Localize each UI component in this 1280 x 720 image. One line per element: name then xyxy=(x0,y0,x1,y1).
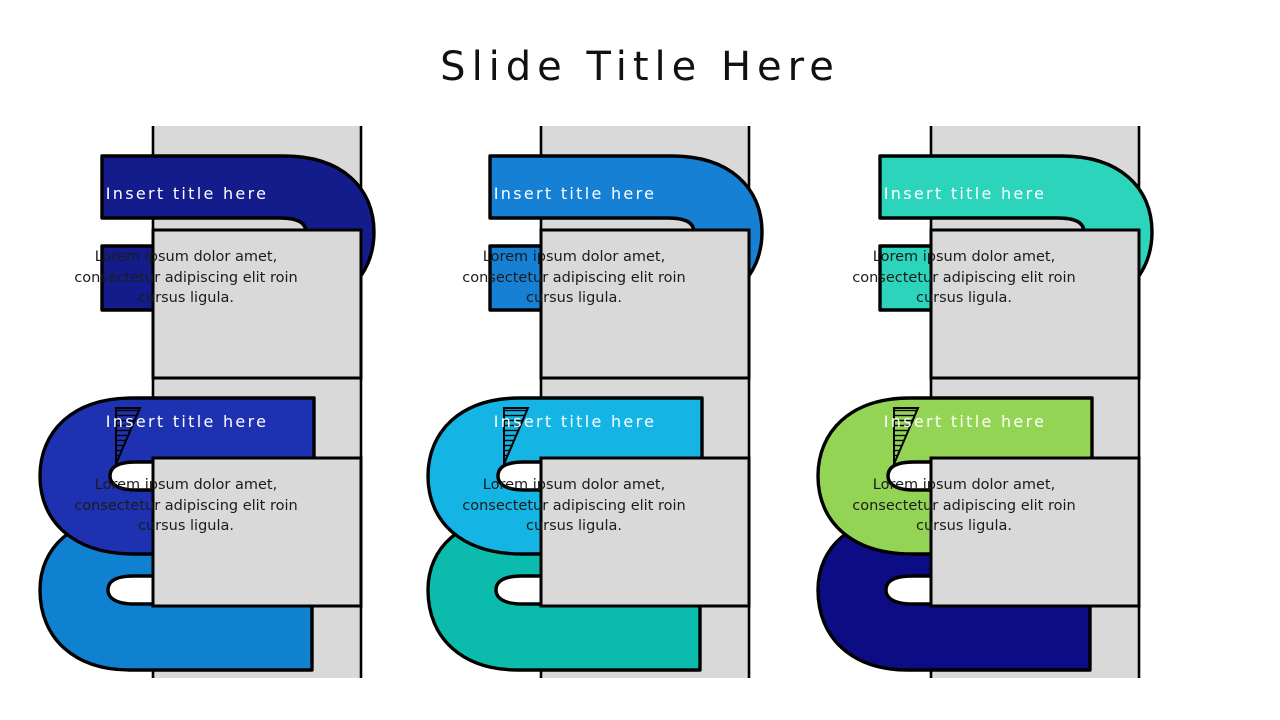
content-box-1 xyxy=(151,228,363,380)
content-box-2 xyxy=(539,456,751,608)
column-2-graphic xyxy=(426,126,764,678)
content-box-2 xyxy=(929,456,1141,608)
content-box-2 xyxy=(151,456,363,608)
column-1[interactable]: Insert title here Lorem ipsum dolor amet… xyxy=(12,118,402,688)
content-box-1 xyxy=(539,228,751,380)
column-1-graphic xyxy=(38,126,376,678)
column-3[interactable]: Insert title here Lorem ipsum dolor amet… xyxy=(790,118,1180,688)
column-3-graphic xyxy=(816,126,1154,678)
content-box-1 xyxy=(929,228,1141,380)
column-2[interactable]: Insert title here Lorem ipsum dolor amet… xyxy=(400,118,790,688)
page-title: Slide Title Here xyxy=(440,44,840,90)
